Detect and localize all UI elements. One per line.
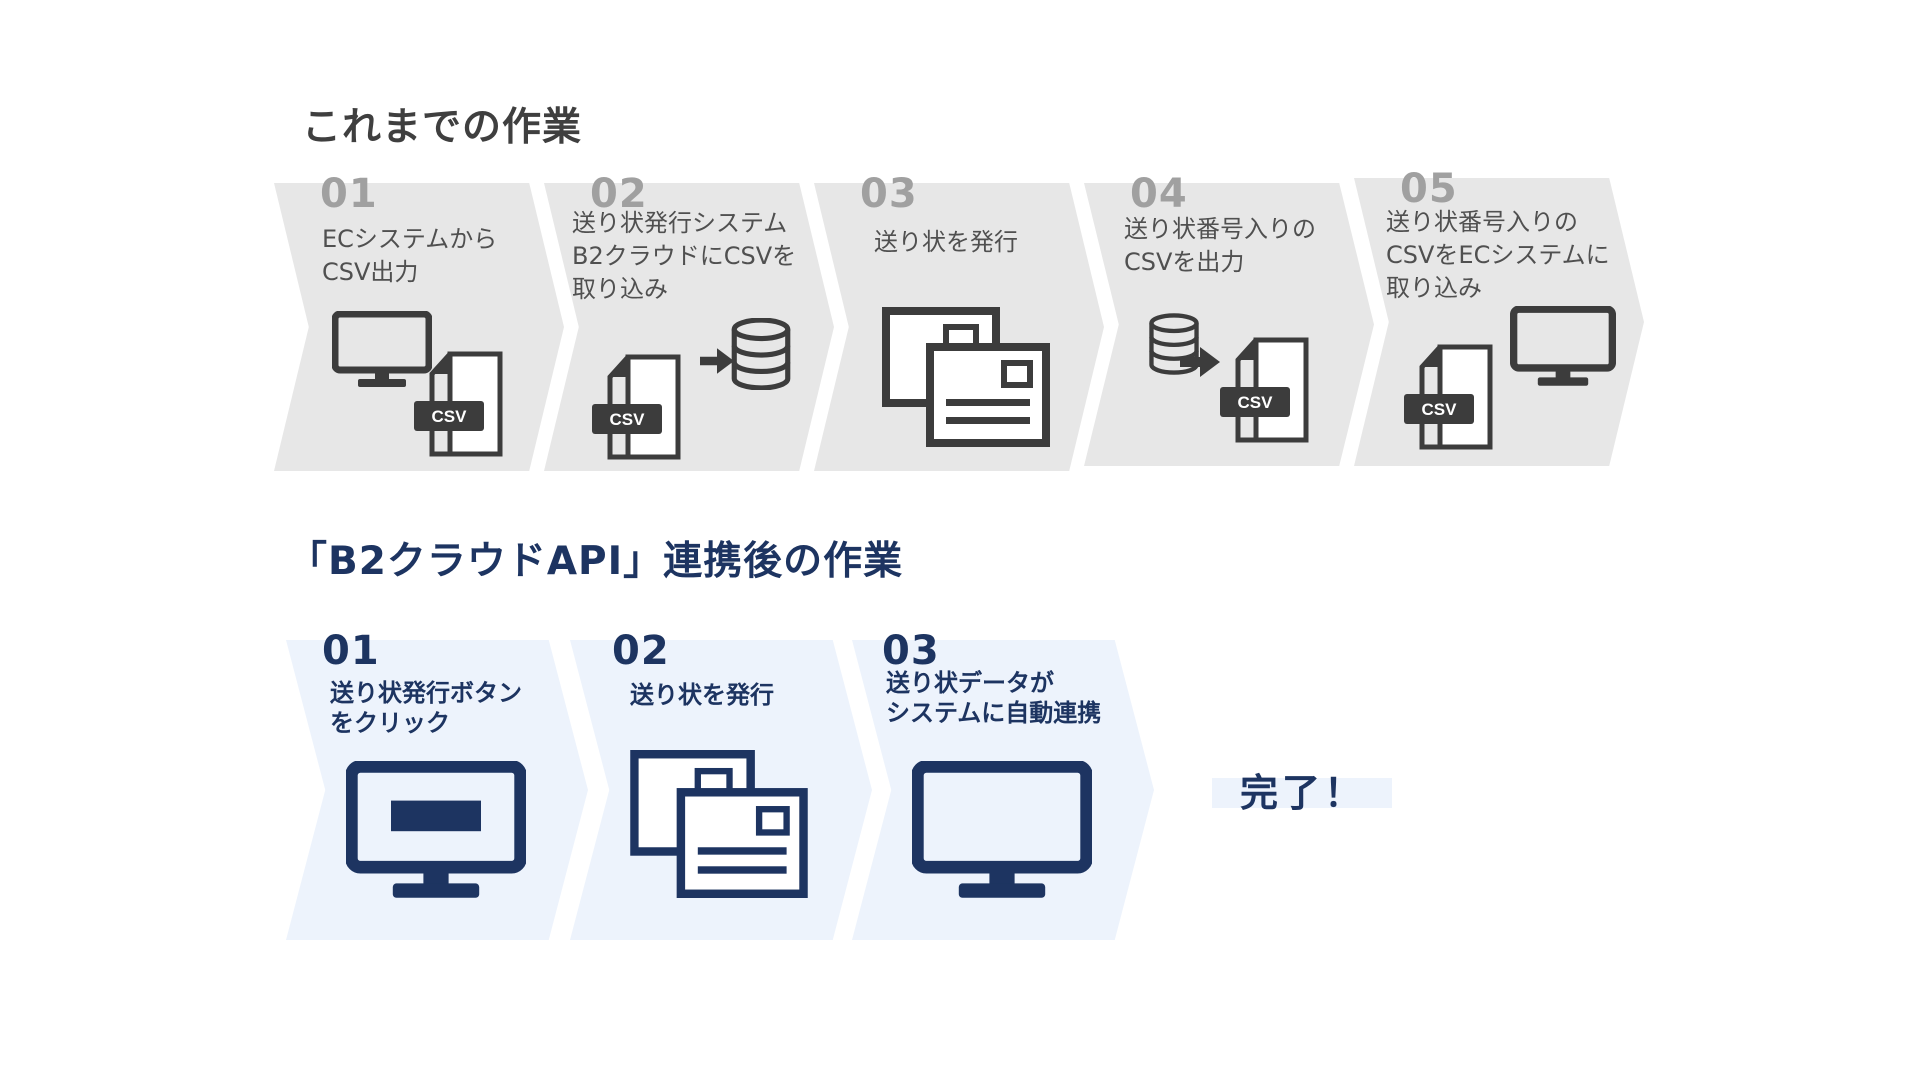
shipping-labels-icon: [882, 307, 1052, 447]
step-number: 02: [612, 628, 670, 674]
step-number: 01: [320, 171, 378, 217]
old-step-05: 05 送り状番号入りの CSVをECシステムに 取り込み: [1354, 166, 1644, 466]
step-description: 送り状を発行: [874, 228, 1018, 256]
csv-to-database-icon: [590, 318, 790, 458]
new-step-01: 01 送り状発行ボタン をクリック: [286, 628, 588, 940]
step-description: 送り状データが システムに自動連携: [886, 669, 1102, 727]
step-description: 送り状番号入りの CSVをECシステムに 取り込み: [1386, 208, 1610, 302]
database-to-csv-icon: [1148, 313, 1348, 453]
old-step-04: 04 送り状番号入りの CSVを出力: [1084, 171, 1374, 466]
new-step-03: 03 送り状データが システムに自動連携: [852, 628, 1154, 940]
step-number: 02: [590, 171, 648, 217]
old-step-chevron: [1084, 183, 1374, 466]
new-step-02: 02 送り状を発行: [570, 628, 872, 940]
completion-label: 完了！: [1240, 771, 1367, 815]
old-step-03: 03 送り状を発行: [814, 171, 1104, 471]
step-description: 送り状を発行: [630, 681, 774, 709]
old-workflow-title: これまでの作業: [302, 105, 583, 150]
monitor-icon: [912, 758, 1092, 908]
step-description: 送り状発行ボタン をクリック: [330, 679, 522, 737]
step-number: 03: [860, 171, 918, 217]
monitor-button-icon: [346, 758, 526, 908]
step-number: 03: [882, 628, 940, 674]
monitor-to-csv-icon: [332, 311, 522, 461]
shipping-labels-icon: [630, 750, 810, 898]
step-number: 04: [1130, 171, 1188, 217]
old-step-02: 02 送り状発行システム B2クラウドにCSVを 取り込み: [544, 171, 834, 471]
step-number: 05: [1400, 166, 1458, 212]
new-workflow-title: 「B2クラウドAPI」連携後の作業: [288, 539, 904, 584]
step-number: 01: [322, 628, 380, 674]
old-step-chevron: [1354, 178, 1644, 466]
completion-highlight: [1212, 778, 1392, 808]
csv-to-monitor-icon: [1402, 306, 1622, 456]
step-description: 送り状発行システム B2クラウドにCSVを 取り込み: [572, 209, 797, 303]
old-step-01: 01 ECシステムから CSV出力: [274, 171, 564, 471]
step-description: ECシステムから CSV出力: [322, 225, 498, 286]
step-description: 送り状番号入りの CSVを出力: [1124, 215, 1316, 276]
